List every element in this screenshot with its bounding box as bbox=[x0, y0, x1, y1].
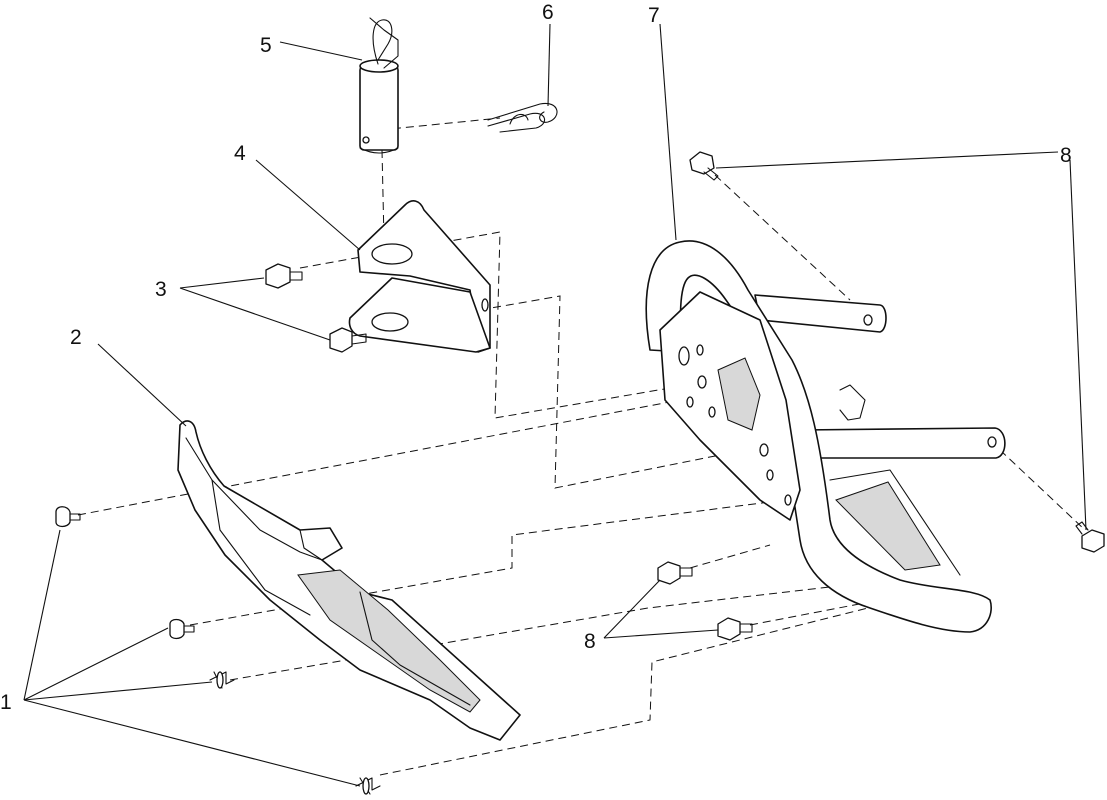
leader-lines bbox=[23, 23, 1087, 787]
fastener-part-1-d bbox=[355, 777, 381, 795]
callout-8-lower: 8 bbox=[584, 630, 596, 653]
bolt-part-8-upper bbox=[689, 151, 719, 181]
callout-6: 6 bbox=[542, 1, 554, 24]
callout-8-upper: 8 bbox=[1060, 144, 1072, 167]
callout-7: 7 bbox=[648, 4, 660, 27]
callout-4: 4 bbox=[234, 142, 246, 165]
front-bumper-part-7 bbox=[645, 240, 1006, 633]
bolt-part-8-lower-b bbox=[717, 617, 753, 641]
fastener-part-1-b bbox=[169, 618, 195, 640]
bolt-part-3-upper bbox=[265, 263, 303, 289]
pin-part-5 bbox=[359, 17, 399, 154]
fastener-part-1-c bbox=[209, 671, 235, 689]
skid-plate-part-2 bbox=[177, 420, 521, 741]
callout-2: 2 bbox=[70, 326, 82, 349]
callout-3: 3 bbox=[155, 278, 167, 301]
bolt-part-3-lower bbox=[329, 327, 367, 353]
callout-5: 5 bbox=[260, 34, 272, 57]
bolt-part-8-lower-a bbox=[657, 561, 693, 585]
fastener-part-1-a bbox=[55, 506, 81, 528]
callout-labels: 1 2 3 4 5 6 7 8 8 bbox=[0, 1, 1072, 714]
callout-1: 1 bbox=[0, 691, 12, 714]
hair-pin-clip-part-6 bbox=[487, 102, 558, 133]
mounting-bracket-part-4 bbox=[348, 200, 491, 353]
bolt-part-8-right bbox=[1075, 521, 1105, 553]
